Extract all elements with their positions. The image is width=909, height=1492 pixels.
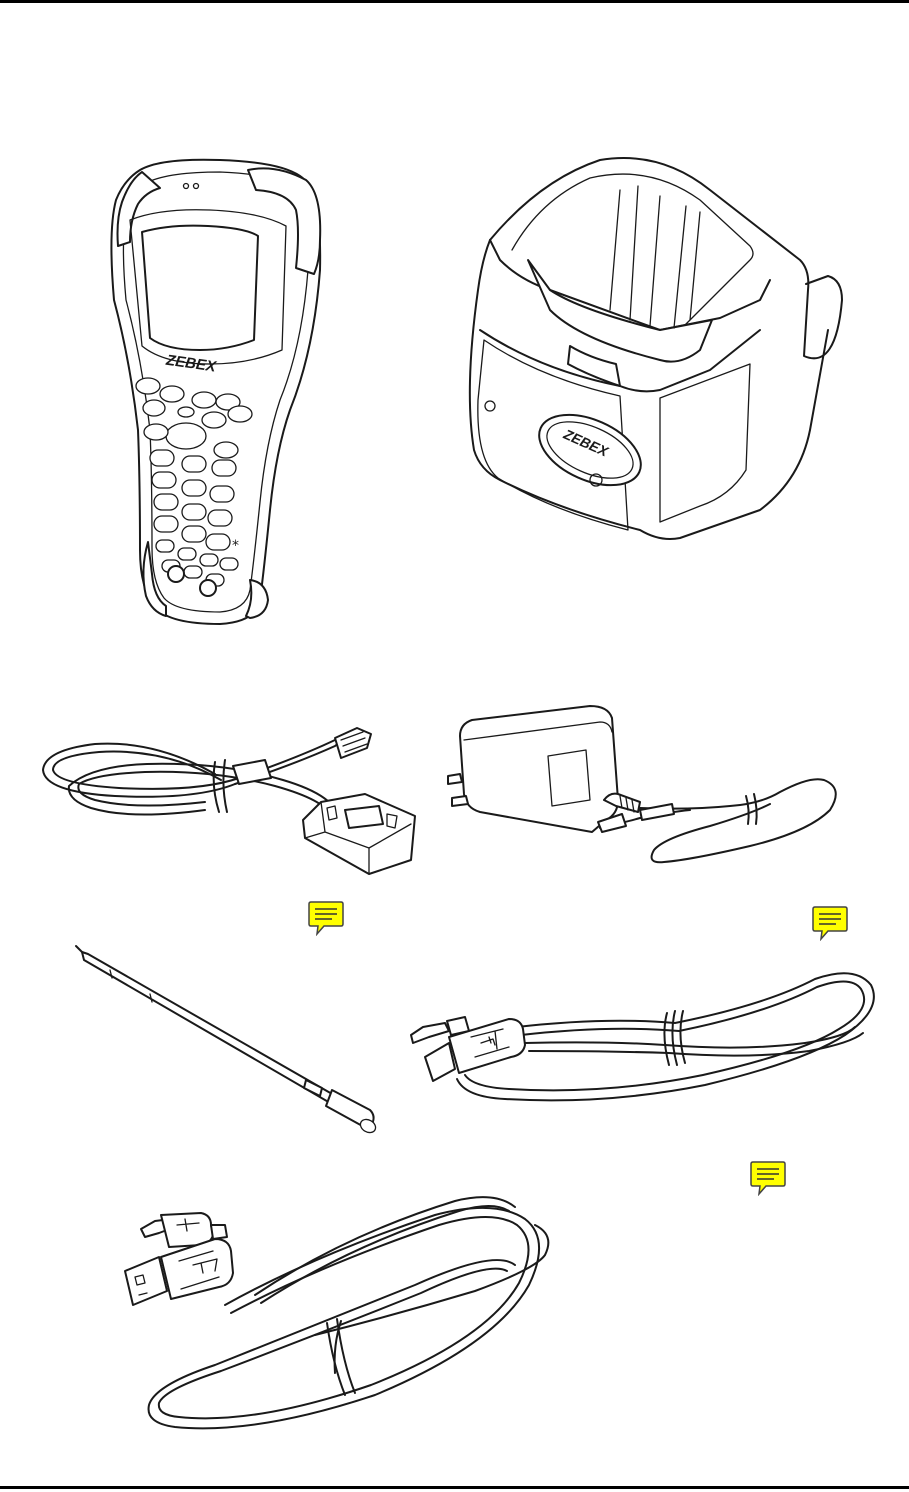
usb-cable-2-figure	[115, 1195, 555, 1440]
comment-note-icon	[812, 905, 848, 941]
usb-cable-icon	[115, 1195, 555, 1440]
handheld-terminal-figure: ZEBEX	[100, 150, 335, 630]
stylus-figure	[70, 940, 390, 1140]
comment-note-2[interactable]	[812, 905, 848, 941]
power-adapter-figure	[450, 700, 850, 880]
usb-cable-1-figure	[405, 965, 880, 1110]
usb-cable-icon	[405, 965, 880, 1110]
comment-note-icon	[750, 1160, 786, 1196]
charging-cradle-icon: ZEBEX	[460, 150, 850, 550]
rs232-cable-icon	[35, 720, 420, 880]
charging-cradle-figure: ZEBEX	[460, 150, 850, 550]
power-adapter-icon	[450, 700, 850, 880]
stylus-pen-icon	[70, 940, 390, 1140]
terminal-brand-label: ZEBEX	[164, 352, 218, 376]
handheld-terminal-icon: ZEBEX	[100, 150, 335, 630]
header-rule	[0, 0, 909, 3]
rs232-cable-figure	[35, 720, 420, 880]
svg-text:*: *	[232, 538, 239, 554]
comment-note-1[interactable]	[308, 900, 344, 936]
footer-rule	[0, 1486, 909, 1489]
comment-note-icon	[308, 900, 344, 936]
comment-note-3[interactable]	[750, 1160, 786, 1196]
